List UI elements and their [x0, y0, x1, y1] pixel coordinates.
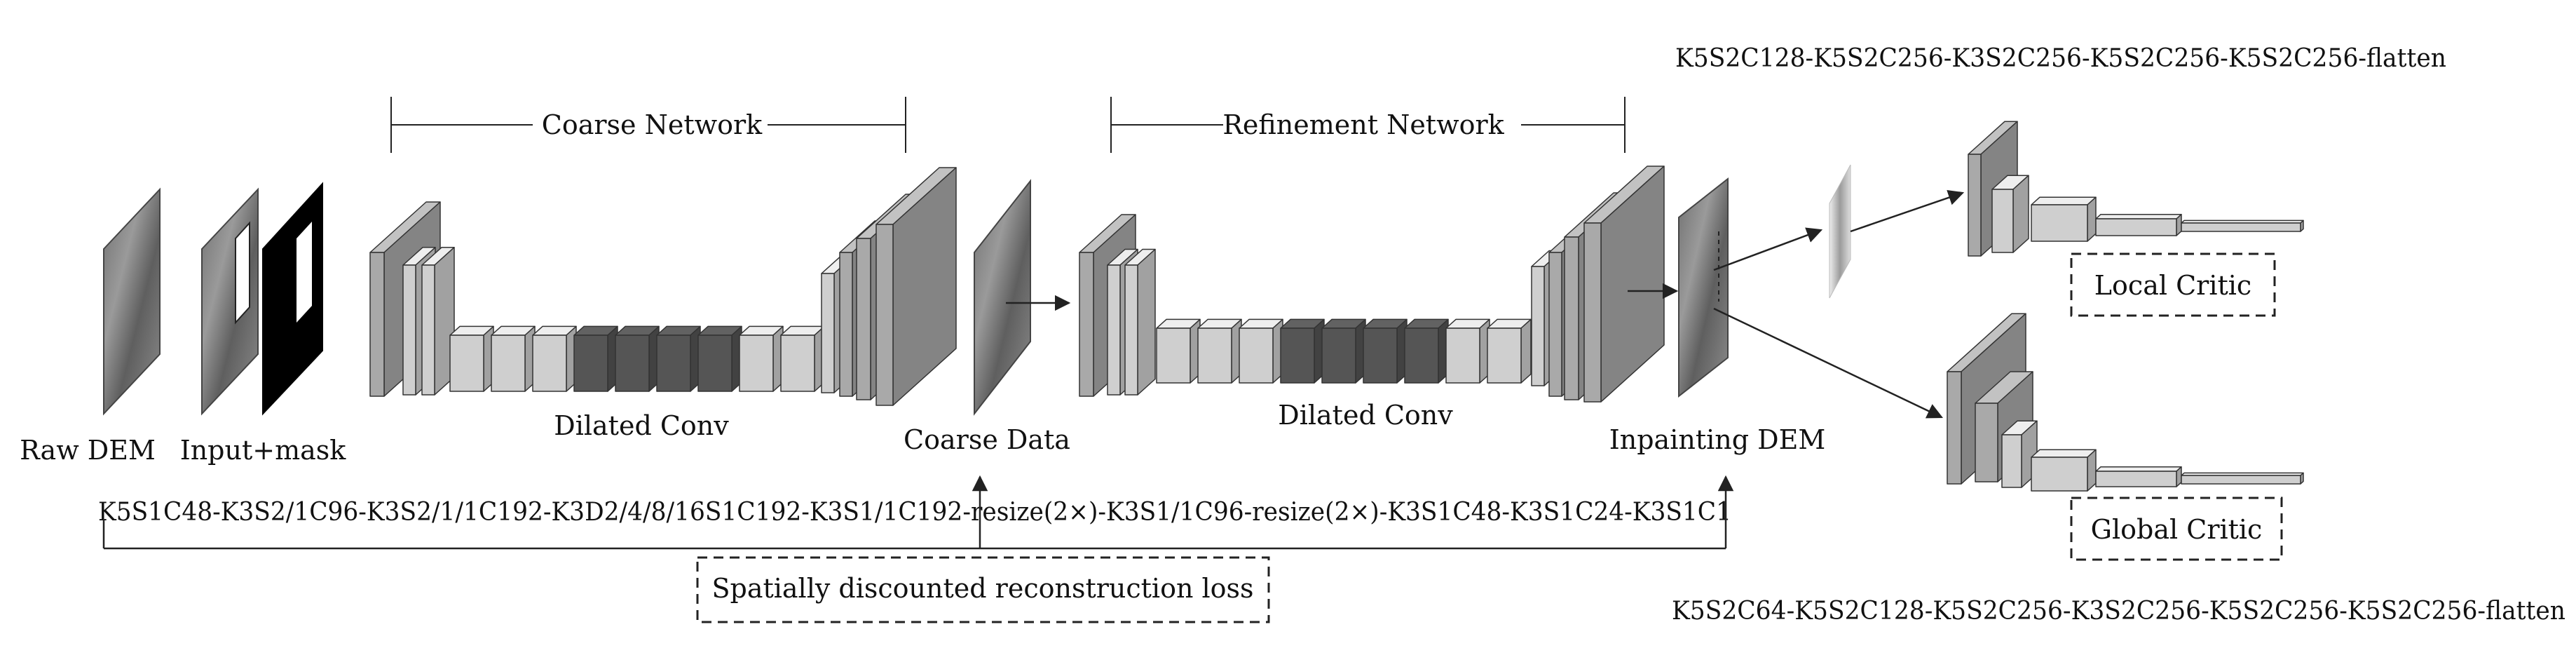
global-critic-label: Global Critic: [2091, 514, 2263, 545]
refine-feature-block: [1487, 318, 1532, 384]
coarse-feature-block: [656, 325, 701, 392]
loss-box: [696, 556, 1270, 623]
generator-layer-sequence: K5S1C48-K3S2/1C96-K3S2/1/1C192-K3D2/4/8/…: [98, 498, 1731, 527]
local-crop-sheet: [1829, 164, 1851, 299]
refine-feature-block: [1363, 318, 1408, 384]
coarse-data-sheet: [974, 179, 1031, 416]
local-critic-box: [2070, 252, 2276, 317]
local-critic-layer: [2095, 213, 2182, 236]
inpainting-dem-label: Inpainting DEM: [1609, 424, 1826, 455]
refine-feature-block: [1197, 318, 1242, 384]
refine-feature-block: [1156, 318, 1201, 384]
local-critic-label: Local Critic: [2094, 270, 2251, 301]
refine-decoder-slab: [1583, 166, 1665, 403]
coarse-feature-block: [697, 325, 742, 392]
local-critic-layer: [1991, 175, 2029, 253]
refine-feature-block: [1445, 318, 1490, 384]
global-critic-layer-sequence: K5S2C64-K5S2C128-K5S2C256-K3S2C256-K5S2C…: [1672, 597, 2565, 626]
coarse-feature-block: [491, 325, 536, 392]
global-critic-network: [1947, 313, 2304, 492]
coarse-feature-block: [780, 325, 825, 392]
coarse-feature-block: [573, 325, 618, 392]
coarse-feature-block: [739, 325, 784, 392]
coarse-feature-block: [615, 325, 660, 392]
coarse-decoder-slab: [875, 167, 957, 406]
coarse-data-label: Coarse Data: [904, 424, 1070, 455]
global-critic-layer: [2031, 449, 2097, 492]
mask-sheet: [262, 182, 323, 416]
coarse-network-label: Coarse Network: [542, 109, 763, 140]
refine-feature-block: [1280, 318, 1325, 384]
reconstruction-loss-lines: [102, 475, 1734, 550]
output-to-global-arrow: [1713, 307, 1944, 419]
global-critic-layer: [2095, 466, 2182, 487]
raw-dem-label: Raw DEM: [20, 435, 156, 466]
refinement-network-blocks: [1079, 166, 1665, 403]
coarse-network-bracket: [390, 97, 906, 153]
dilated-conv-coarse-label: Dilated Conv: [554, 410, 729, 441]
coarse-encoder-slab: [421, 247, 455, 396]
local-critic-layer: [2181, 220, 2304, 232]
loss-label: Spatially discounted reconstruction loss: [711, 573, 1253, 604]
raw-dem-sheet: [103, 187, 161, 416]
input-mask-label: Input+mask: [180, 435, 347, 466]
global-critic-box: [2070, 497, 2283, 561]
refine-feature-block: [1321, 318, 1366, 384]
refinement-network-bracket: [1110, 97, 1626, 153]
refine-feature-block: [1239, 318, 1283, 384]
local-to-critic-arrow: [1850, 189, 1965, 233]
coarse-feature-block: [449, 325, 494, 392]
inpainting-dem-sheet: [1678, 177, 1729, 398]
local-critic-layer-sequence: K5S2C128-K5S2C256-K3S2C256-K5S2C256-K5S2…: [1675, 44, 2446, 73]
input-sheet: [201, 187, 259, 416]
coarse-feature-block: [532, 325, 577, 392]
local-critic-network: [1968, 121, 2304, 257]
output-to-local-arrow: [1713, 227, 1823, 271]
refine-encoder-slab: [1124, 248, 1156, 396]
refine-feature-block: [1404, 318, 1449, 384]
local-critic-layer: [2031, 196, 2097, 242]
refinement-network-label: Refinement Network: [1222, 109, 1504, 140]
global-critic-layer: [2181, 472, 2304, 485]
dilated-conv-refine-label: Dilated Conv: [1278, 400, 1453, 431]
coarse-network-blocks: [369, 167, 957, 406]
